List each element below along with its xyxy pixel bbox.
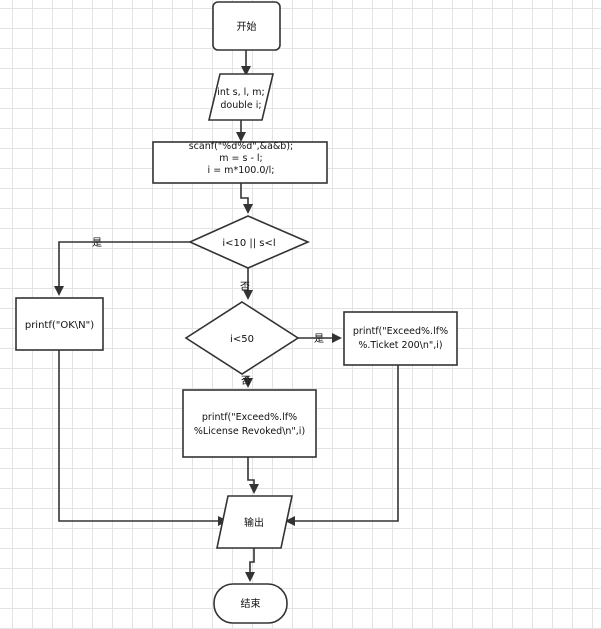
- edge-ok-to-output: [58, 350, 228, 526]
- start-label: 开始: [237, 20, 257, 33]
- revoked-label-line2: %License Revoked\n",i): [194, 426, 305, 437]
- edge-label-no-1: 否: [240, 281, 250, 293]
- process-label-line2: m = s - l;: [219, 153, 263, 164]
- ok-node: [15, 297, 104, 351]
- edge-ticket-to-output: [285, 365, 399, 526]
- revoked-node: [182, 389, 317, 458]
- process-label-line1: scanf("%d%d",&a&b);: [189, 141, 294, 152]
- revoked-label-line1: printf("Exceed%.lf%: [202, 412, 297, 423]
- condition-2-label: i<50: [230, 334, 254, 345]
- edge-label-no-2: 否: [241, 375, 251, 387]
- ticket-node: [343, 311, 458, 366]
- edge-cond1-yes-to-ok: [54, 241, 190, 296]
- edge-output-to-end: [245, 548, 255, 582]
- ticket-label-line2: %.Ticket 200\n",i): [358, 340, 442, 351]
- declare-label-line2: double i;: [220, 100, 261, 111]
- condition-2-node: [184, 301, 300, 375]
- output-node: [216, 495, 293, 549]
- condition-1-label: i<10 || s<l: [222, 238, 275, 249]
- process-node: [152, 141, 328, 184]
- ok-label: printf("OK\N"): [25, 320, 94, 331]
- end-node: [213, 583, 288, 624]
- start-node: [212, 1, 281, 51]
- edge-revoked-to-output: [247, 457, 259, 494]
- edge-label-yes-1: 是: [92, 237, 102, 249]
- edge-label-yes-2: 是: [314, 333, 324, 345]
- ticket-label-line1: printf("Exceed%.lf%: [353, 326, 448, 337]
- end-label: 结束: [241, 597, 261, 610]
- output-label: 输出: [244, 516, 264, 529]
- declare-node: [207, 73, 275, 121]
- condition-1-node: [188, 215, 311, 269]
- process-label-line3: i = m*100.0/l;: [208, 165, 275, 176]
- edge-process-to-cond1: [240, 183, 253, 214]
- declare-label-line1: int s, l, m;: [217, 87, 265, 98]
